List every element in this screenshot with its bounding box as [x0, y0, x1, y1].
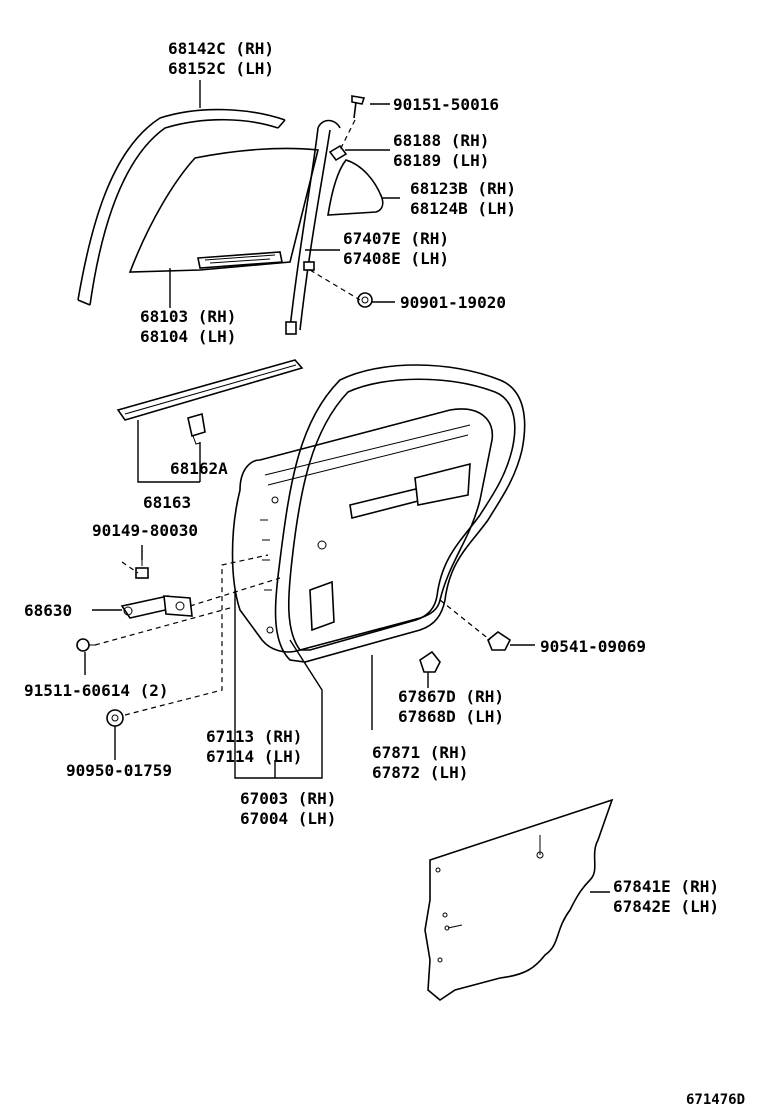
label-68104-lh: 68104 (LH): [140, 327, 236, 346]
label-90149-80030: 90149-80030: [92, 521, 198, 540]
label-68123B-rh: 68123B (RH): [410, 179, 516, 198]
label-68630: 68630: [24, 601, 72, 620]
label-68188-rh: 68188 (RH): [393, 131, 489, 150]
door-panel-part: [231, 408, 494, 653]
bolt-90901-part: [357, 292, 373, 308]
label-67867D-rh: 67867D (RH): [398, 687, 504, 706]
label-68163: 68163: [143, 493, 191, 512]
label-67872-lh: 67872 (LH): [372, 763, 468, 782]
plug-90541-part: [487, 631, 512, 651]
bolt-90149-part: [135, 560, 149, 579]
label-91511-60614: 91511-60614 (2): [24, 681, 169, 700]
service-hole-cover-part: [424, 798, 614, 1001]
quarter-glass-clip-part: [328, 144, 348, 162]
label-67004-lh: 67004 (LH): [240, 809, 336, 828]
label-90541-09069: 90541-09069: [540, 637, 646, 656]
label-90151-50016: 90151-50016: [393, 95, 499, 114]
leader-lines: [84, 80, 610, 893]
label-67003-rh: 67003 (RH): [240, 789, 336, 808]
diagram-id-label: 671476D: [686, 1092, 745, 1108]
door-check-part: [120, 595, 193, 619]
label-67113-rh: 67113 (RH): [206, 727, 302, 746]
glass-run-channel-part: [77, 108, 286, 306]
division-bar-part: [285, 119, 341, 335]
label-68152C-lh: 68152C (LH): [168, 59, 274, 78]
label-67408E-lh: 67408E (LH): [343, 249, 449, 268]
belt-moulding-part: [116, 359, 304, 421]
relation-dashed-lines: [94, 119, 491, 716]
label-90901-19020: 90901-19020: [400, 293, 506, 312]
label-90950-01759: 90950-01759: [66, 761, 172, 780]
bolt-91511-part: [76, 638, 96, 652]
clip-67867-part: [419, 650, 441, 673]
label-67868D-lh: 67868D (LH): [398, 707, 504, 726]
label-68142C-rh: 68142C (RH): [168, 39, 274, 58]
plug-90950-part: [106, 709, 124, 727]
label-68103-rh: 68103 (RH): [140, 307, 236, 326]
label-67114-lh: 67114 (LH): [206, 747, 302, 766]
label-67842E-lh: 67842E (LH): [613, 897, 719, 916]
quarter-window-glass-part: [327, 159, 384, 216]
label-67407E-rh: 67407E (RH): [343, 229, 449, 248]
label-68124B-lh: 68124B (LH): [410, 199, 516, 218]
label-67841E-rh: 67841E (RH): [613, 877, 719, 896]
door-weatherstrip-part: [274, 364, 526, 663]
label-68162A: 68162A: [170, 459, 228, 478]
moulding-clip-part: [187, 412, 206, 445]
screw-90151-part: [351, 95, 366, 119]
label-67871-rh: 67871 (RH): [372, 743, 468, 762]
door-glass-part: [128, 147, 319, 273]
label-68189-lh: 68189 (LH): [393, 151, 489, 170]
